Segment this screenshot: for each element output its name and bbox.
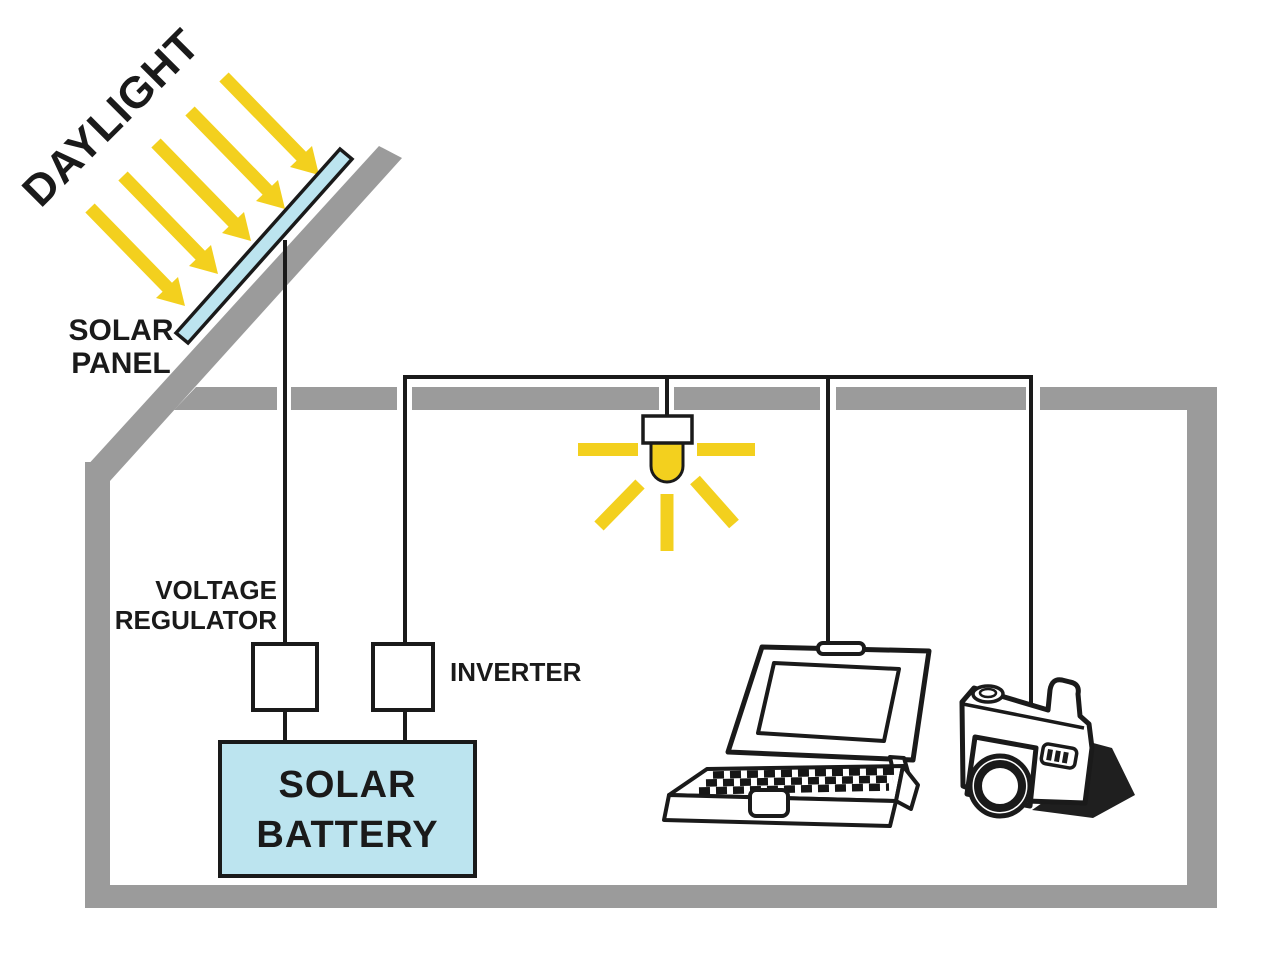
- camera-shutter-knob-inner: [978, 687, 998, 699]
- left-wall: [85, 462, 110, 908]
- laptop-keys: [698, 767, 899, 795]
- laptop-side: [894, 764, 920, 811]
- bulb-socket: [641, 414, 694, 445]
- camera-top-face-line: [962, 702, 1085, 730]
- daylight-arrows: [85, 72, 319, 306]
- daylight-arrow-icon: [219, 72, 319, 175]
- camera-hump-line: [1046, 689, 1052, 713]
- solar-battery-label: SOLAR BATTERY: [220, 742, 475, 878]
- house-outline: [85, 146, 1217, 908]
- wiring: [283, 240, 1033, 742]
- inverter-box: [371, 642, 435, 712]
- light-rays: [578, 443, 755, 551]
- inverter-label: INVERTER: [450, 657, 582, 687]
- ceiling-segment: [1040, 387, 1217, 410]
- ceiling-segment: [836, 387, 1026, 410]
- solar-battery-label-line2: BATTERY: [256, 814, 439, 856]
- laptop-screen: [756, 661, 901, 743]
- camera-lens-ring: [974, 760, 1026, 812]
- solar-panel-label-line1: SOLAR: [68, 314, 174, 347]
- daylight-arrow-icon: [151, 138, 251, 241]
- solar-battery-box: [218, 740, 477, 878]
- camera-icon: [959, 677, 1135, 819]
- voltage-regulator-label-line1: VOLTAGE: [155, 575, 277, 605]
- solar-panel-label-line2: PANEL: [71, 347, 171, 380]
- ceiling-segment: [412, 387, 659, 410]
- solar-battery-label-line1: SOLAR: [278, 764, 417, 806]
- light-bulb-icon: [578, 414, 755, 551]
- daylight-arrow-icon: [85, 203, 185, 306]
- laptop-icon: [662, 641, 932, 828]
- voltage-regulator-label: VOLTAGE REGULATOR: [77, 575, 277, 635]
- ceiling-segment: [291, 387, 397, 410]
- camera-flash-grille: [1039, 742, 1079, 770]
- roof-band: [85, 146, 402, 481]
- voltage-regulator-box: [251, 642, 319, 712]
- solar-panel-icon: [173, 146, 355, 346]
- bulb-glass: [649, 440, 685, 484]
- ceiling-segment: [674, 387, 820, 410]
- floor: [85, 885, 1217, 908]
- daylight-arrow-icon: [118, 171, 218, 274]
- ceiling-segment: [174, 387, 277, 410]
- solar-panel-label: SOLAR PANEL: [58, 314, 184, 380]
- laptop-trackpad: [748, 788, 790, 818]
- voltage-regulator-label-line2: REGULATOR: [114, 605, 277, 635]
- laptop-hinge: [816, 641, 866, 656]
- daylight-arrow-icon: [185, 106, 285, 209]
- right-wall: [1187, 387, 1217, 908]
